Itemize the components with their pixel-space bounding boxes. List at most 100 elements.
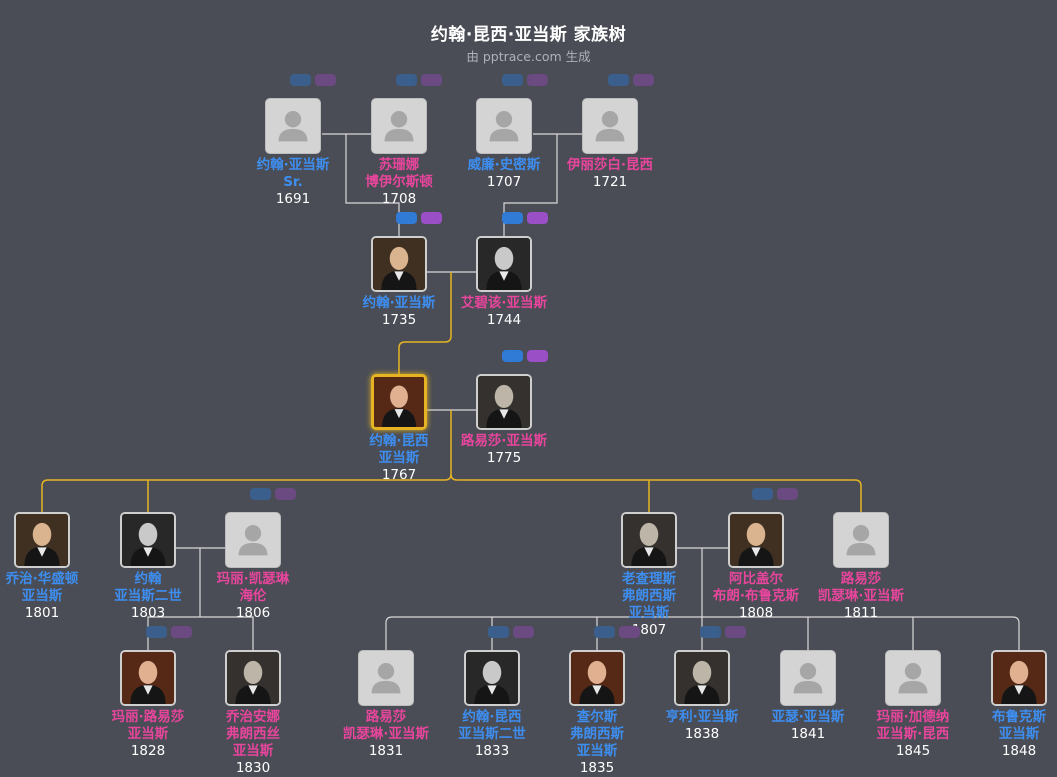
expand-relatives-button[interactable] bbox=[315, 74, 336, 86]
placeholder-avatar-icon[interactable] bbox=[476, 98, 532, 154]
birth-year: 1841 bbox=[790, 726, 826, 742]
birth-year: 1811 bbox=[843, 605, 879, 621]
expand-ancestors-button[interactable] bbox=[146, 626, 167, 638]
expand-ancestors-button[interactable] bbox=[502, 212, 523, 224]
birth-year: 1833 bbox=[474, 743, 510, 759]
node-action-buttons bbox=[752, 488, 802, 500]
node-action-buttons bbox=[502, 350, 552, 362]
birth-year: 1831 bbox=[368, 743, 404, 759]
expand-relatives-button[interactable] bbox=[421, 74, 442, 86]
portrait-photo[interactable] bbox=[225, 650, 281, 706]
person-name-line: 布朗·布鲁克斯 bbox=[712, 588, 800, 604]
portrait-photo[interactable] bbox=[991, 650, 1047, 706]
birth-year: 1744 bbox=[486, 312, 522, 328]
expand-relatives-button[interactable] bbox=[171, 626, 192, 638]
portrait-photo[interactable] bbox=[120, 512, 176, 568]
birth-year: 1707 bbox=[486, 174, 522, 190]
expand-ancestors-button[interactable] bbox=[502, 350, 523, 362]
portrait-photo[interactable] bbox=[371, 374, 427, 430]
expand-ancestors-button[interactable] bbox=[502, 74, 523, 86]
person-name-line: 艾碧该·亚当斯 bbox=[460, 295, 548, 311]
person-name-line: 亨利·亚当斯 bbox=[665, 709, 739, 725]
person-name-line: 博伊尔斯顿 bbox=[365, 174, 433, 190]
birth-year: 1838 bbox=[684, 726, 720, 742]
expand-relatives-button[interactable] bbox=[633, 74, 654, 86]
expand-relatives-button[interactable] bbox=[527, 74, 548, 86]
portrait-photo[interactable] bbox=[464, 650, 520, 706]
person-name-line: 布鲁克斯 bbox=[992, 709, 1046, 725]
placeholder-avatar-icon[interactable] bbox=[225, 512, 281, 568]
expand-ancestors-button[interactable] bbox=[594, 626, 615, 638]
person-name-line: Sr. bbox=[283, 174, 303, 190]
portrait-photo[interactable] bbox=[476, 236, 532, 292]
node-action-buttons bbox=[396, 74, 446, 86]
placeholder-avatar-icon[interactable] bbox=[371, 98, 427, 154]
expand-ancestors-button[interactable] bbox=[700, 626, 721, 638]
placeholder-avatar-icon[interactable] bbox=[833, 512, 889, 568]
expand-relatives-button[interactable] bbox=[619, 626, 640, 638]
expand-ancestors-button[interactable] bbox=[290, 74, 311, 86]
person-name-line: 威廉·史密斯 bbox=[467, 157, 541, 173]
portrait-photo[interactable] bbox=[120, 650, 176, 706]
person-name-line: 弗朗西斯 bbox=[570, 726, 624, 742]
expand-relatives-button[interactable] bbox=[513, 626, 534, 638]
birth-year: 1808 bbox=[738, 605, 774, 621]
page-title: 约翰·昆西·亚当斯 家族树 bbox=[430, 25, 627, 45]
expand-ancestors-button[interactable] bbox=[250, 488, 271, 500]
node-action-buttons bbox=[290, 74, 340, 86]
person-name-line: 亚当斯 bbox=[127, 726, 169, 742]
expand-ancestors-button[interactable] bbox=[396, 212, 417, 224]
expand-ancestors-button[interactable] bbox=[608, 74, 629, 86]
expand-relatives-button[interactable] bbox=[421, 212, 442, 224]
expand-relatives-button[interactable] bbox=[275, 488, 296, 500]
birth-year: 1721 bbox=[592, 174, 628, 190]
person-name-line: 老查理斯 bbox=[622, 571, 676, 587]
expand-relatives-button[interactable] bbox=[777, 488, 798, 500]
person-name-line: 亚当斯·昆西 bbox=[876, 726, 950, 742]
expand-relatives-button[interactable] bbox=[725, 626, 746, 638]
birth-year: 1767 bbox=[381, 467, 417, 483]
expand-ancestors-button[interactable] bbox=[752, 488, 773, 500]
portrait-photo[interactable] bbox=[569, 650, 625, 706]
person-name-line: 亚当斯 bbox=[21, 588, 63, 604]
person-name-line: 玛丽·加德纳 bbox=[876, 709, 950, 725]
placeholder-avatar-icon[interactable] bbox=[582, 98, 638, 154]
portrait-photo[interactable] bbox=[14, 512, 70, 568]
expand-relatives-button[interactable] bbox=[527, 350, 548, 362]
person-name-line: 凯瑟琳·亚当斯 bbox=[342, 726, 430, 742]
placeholder-avatar-icon[interactable] bbox=[885, 650, 941, 706]
expand-ancestors-button[interactable] bbox=[396, 74, 417, 86]
person-name-line: 亚当斯 bbox=[378, 450, 420, 466]
portrait-photo[interactable] bbox=[674, 650, 730, 706]
expand-relatives-button[interactable] bbox=[527, 212, 548, 224]
node-action-buttons bbox=[250, 488, 300, 500]
expand-ancestors-button[interactable] bbox=[488, 626, 509, 638]
person-name-line: 亚当斯二世 bbox=[114, 588, 182, 604]
birth-year: 1708 bbox=[381, 191, 417, 207]
portrait-photo[interactable] bbox=[476, 374, 532, 430]
portrait-photo[interactable] bbox=[728, 512, 784, 568]
node-action-buttons bbox=[700, 626, 750, 638]
node-action-buttons bbox=[502, 74, 552, 86]
placeholder-avatar-icon[interactable] bbox=[265, 98, 321, 154]
person-name-line: 约翰 bbox=[134, 571, 162, 587]
birth-year: 1806 bbox=[235, 605, 271, 621]
portrait-photo[interactable] bbox=[621, 512, 677, 568]
placeholder-avatar-icon[interactable] bbox=[780, 650, 836, 706]
placeholder-avatar-icon[interactable] bbox=[358, 650, 414, 706]
portrait-photo[interactable] bbox=[371, 236, 427, 292]
